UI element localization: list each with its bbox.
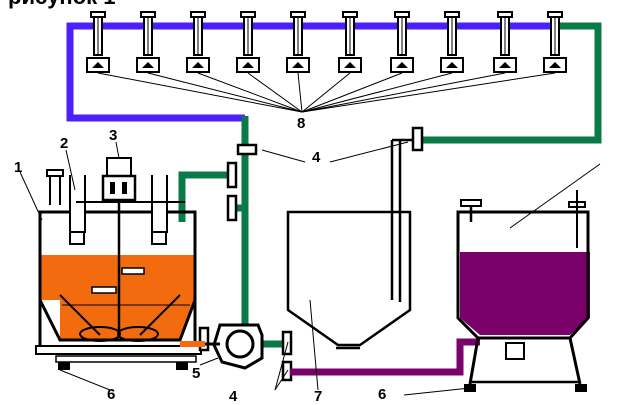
nozzle-icon: [136, 11, 160, 73]
label-4-bottom: 4: [229, 388, 238, 405]
pump-icon: [180, 323, 264, 370]
nozzle-icon: [543, 11, 567, 73]
label-3: 3: [109, 127, 117, 144]
leader-line: [301, 72, 351, 113]
label-6-right: 6: [378, 386, 386, 403]
label-1: 1: [14, 159, 22, 176]
mixer-tank: [35, 210, 202, 370]
nozzle-icon: [338, 11, 362, 73]
hopper-tank: [286, 138, 412, 350]
leader-line: [301, 72, 453, 113]
label-4-top: 4: [312, 149, 321, 166]
leader-line: [297, 72, 303, 113]
caption-fragment: рисунок 1: [8, 0, 116, 9]
leader-line: [97, 72, 303, 113]
leader-line: [247, 72, 303, 113]
nozzle-icon: [493, 11, 517, 73]
nozzle-icon: [236, 11, 260, 73]
leader-line: [301, 72, 506, 113]
label-7: 7: [314, 388, 322, 405]
leader-line: [147, 72, 303, 113]
nozzle-icon: [186, 11, 210, 73]
spray-nozzle-row: [86, 11, 567, 73]
nozzle-icon: [86, 11, 110, 73]
nozzle-icon: [286, 11, 310, 73]
label-leaders: [19, 141, 601, 396]
leader-line: [301, 72, 556, 113]
leader-line: [197, 72, 303, 113]
tank-sensor-probes: [46, 169, 185, 245]
product-pipe: [290, 338, 480, 376]
label-8: 8: [297, 115, 305, 132]
agitator-icon: [79, 157, 159, 342]
spray-header-pipe: [66, 22, 560, 122]
nozzle-icon: [390, 11, 414, 73]
label-5: 5: [192, 365, 200, 382]
label-8-leaders: [97, 72, 556, 113]
leader-line: [301, 72, 403, 113]
purple-liquid: [460, 252, 590, 335]
storage-tank: [456, 190, 590, 392]
label-2: 2: [60, 135, 68, 152]
label-6-left: 6: [107, 386, 115, 403]
nozzle-icon: [440, 11, 464, 73]
